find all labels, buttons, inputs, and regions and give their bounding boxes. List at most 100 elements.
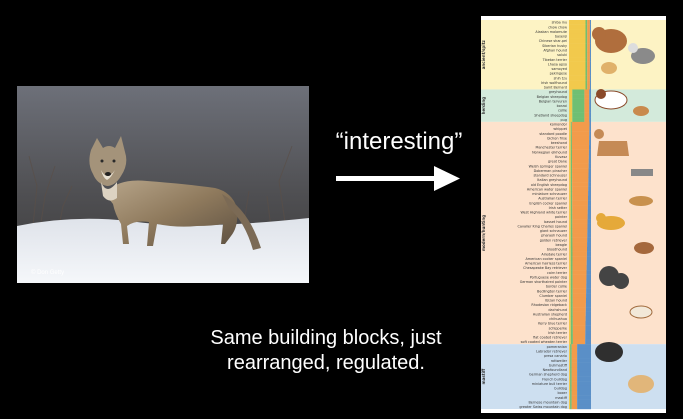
breed-label: Newfoundland — [543, 368, 567, 372]
ancestry-bar-segment — [586, 274, 591, 280]
ancestry-bar-segment — [570, 177, 573, 183]
wolf-photo: © Don Getty — [17, 86, 309, 283]
ancestry-bar-segment — [584, 112, 590, 118]
ancestry-bar-segment — [570, 367, 572, 373]
ancestry-bar-segment — [570, 145, 572, 150]
ancestry-bar-segment — [571, 140, 590, 146]
ancestry-bar-segment — [589, 47, 591, 53]
ancestry-bar-segment — [570, 288, 573, 294]
ancestry-bar-segment — [569, 260, 571, 266]
ancestry-bar-segment — [569, 117, 573, 123]
ancestry-bar-segment — [570, 353, 572, 359]
ancestry-bar-segment — [587, 242, 591, 248]
ancestry-bar-segment — [587, 47, 590, 53]
breed-label: pharaoh hound — [541, 234, 567, 238]
ancestry-bar-segment — [587, 57, 590, 62]
ancestry-bar-segment — [571, 358, 578, 363]
ancestry-bar-segment — [589, 61, 591, 67]
ancestry-bar-segment — [570, 214, 573, 220]
ancestry-bar-segment — [569, 223, 571, 229]
ancestry-bar-segment — [570, 358, 572, 363]
ancestry-bar-segment — [572, 172, 589, 178]
ancestry-bar-segment — [570, 302, 573, 308]
ancestry-bar-segment — [571, 367, 578, 373]
breed-label: American hairless terrier — [525, 262, 568, 266]
ancestry-bar-segment — [570, 149, 572, 155]
ancestry-bar-segment — [570, 131, 572, 136]
ancestry-bar-segment — [585, 84, 588, 90]
saint-bernard-illustration — [594, 89, 628, 110]
ancestry-bar-segment — [570, 385, 572, 391]
chow-chow-illustration — [592, 27, 627, 53]
right-arrow-icon — [336, 166, 460, 191]
breed-label: Doberman pinscher — [534, 169, 568, 173]
ancestry-bar-segment — [569, 279, 571, 285]
ancestry-bar-segment — [572, 270, 587, 275]
breed-label: Kerry blue terrier — [538, 322, 568, 326]
ancestry-bar-segment — [570, 228, 573, 234]
ancestry-bar-segment — [569, 358, 571, 363]
breed-label: American water spaniel — [527, 187, 567, 191]
ancestry-bar-segment — [569, 80, 586, 86]
ancestry-bar-segment — [569, 339, 571, 345]
ancestry-bar-segment — [587, 200, 591, 206]
breed-label: schipperke — [549, 326, 567, 330]
ancestry-bar-segment — [569, 70, 586, 76]
breed-label: saluki — [557, 53, 567, 57]
breed-label: bichon frise — [547, 136, 567, 140]
breed-label: old English sheepdog — [531, 183, 567, 187]
ancestry-bar-segment — [572, 186, 589, 192]
breed-label: Norwegian elkhound — [532, 150, 567, 154]
ancestry-bar-segment — [570, 158, 573, 164]
ancestry-bar-segment — [569, 112, 573, 118]
golden-retriever-illustration — [596, 213, 625, 230]
ancestry-bar-segment — [572, 209, 588, 215]
ancestry-bar-segment — [585, 43, 588, 48]
ancestry-bar-segment — [587, 205, 591, 211]
ancestry-bar-segment — [577, 385, 591, 391]
breed-label: beagle — [556, 243, 568, 247]
ancestry-bar-segment — [572, 191, 589, 197]
ancestry-bar-segment — [577, 358, 591, 363]
ancestry-bar-segment — [570, 330, 573, 336]
breed-label: border collie — [546, 285, 567, 289]
photo-credit: © Don Getty — [31, 270, 65, 276]
ancestry-bar-segment — [577, 404, 591, 410]
ancestry-bar-segment — [570, 334, 573, 340]
breed-label: Labrador retriever — [536, 350, 568, 354]
ancestry-bar-segment — [570, 242, 573, 248]
ancestry-bar-segment — [572, 279, 587, 285]
breed-label: Rhodesian ridgeback — [531, 303, 567, 307]
ancestry-bar-segment — [585, 70, 588, 76]
ancestry-bar-segment — [577, 390, 591, 396]
ancestry-bar-segment — [570, 223, 573, 229]
ancestry-bar-segment — [589, 52, 591, 58]
breed-label: basset hound — [544, 220, 567, 224]
ancestry-bar-segment — [577, 367, 591, 373]
breed-label: chow chow — [548, 25, 567, 29]
ancestry-bar-segment — [571, 371, 578, 377]
ancestry-bar-segment — [571, 362, 578, 368]
ancestry-bar-segment — [569, 103, 573, 109]
ancestry-bar-segment — [569, 233, 571, 238]
ancestry-bar-segment — [571, 149, 589, 155]
breed-label: greyhound — [549, 90, 567, 94]
breed-label: Australian shepherd — [533, 312, 567, 316]
ancestry-bar-segment — [585, 80, 588, 86]
ancestry-bar-segment — [588, 191, 591, 197]
ancestry-bar-segment — [569, 84, 586, 90]
ancestry-bar-segment — [589, 57, 591, 62]
ancestry-bar-segment — [589, 43, 591, 48]
ancestry-bar-segment — [572, 158, 589, 164]
ancestry-bar-segment — [572, 205, 588, 211]
ancestry-bar-segment — [569, 251, 571, 257]
ancestry-bar-segment — [584, 107, 590, 113]
ancestry-bar-segment — [570, 172, 573, 178]
ancestry-bar-segment — [588, 172, 591, 178]
ancestry-bar-segment — [569, 367, 571, 373]
ancestry-bar-segment — [586, 288, 591, 294]
ancestry-bar-segment — [570, 362, 572, 368]
ancestry-bar-segment — [570, 186, 573, 192]
ancestry-bar-segment — [584, 94, 590, 99]
ancestry-bar-segment — [587, 233, 591, 238]
